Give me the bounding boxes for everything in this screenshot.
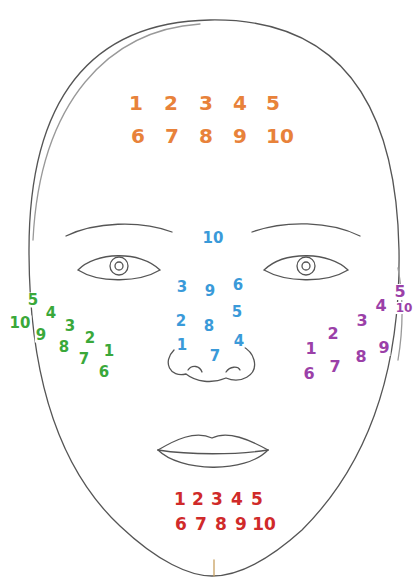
eyebrow — [66, 224, 172, 236]
callout-number: 9 — [35, 328, 47, 343]
callout-number: 10 — [251, 516, 277, 533]
callout-number: 3 — [64, 319, 76, 334]
lower-lip — [158, 450, 268, 467]
callout-number: 8 — [354, 349, 367, 365]
nostril — [188, 366, 240, 372]
callout-number: 4 — [233, 334, 245, 349]
eye — [78, 256, 160, 280]
iris — [297, 257, 315, 275]
callout-number: 9 — [377, 340, 390, 356]
callout-number: 2 — [84, 331, 96, 346]
callout-number: 8 — [203, 319, 215, 334]
callout-number: 2 — [175, 314, 187, 329]
callout-number: 4 — [374, 298, 387, 314]
callout-number: 5 — [250, 491, 264, 508]
callout-number: 4 — [232, 93, 248, 113]
callout-number: 2 — [326, 326, 339, 342]
callout-number: 4 — [45, 306, 57, 321]
callout-number: 6 — [130, 126, 146, 146]
head-outline-sketch — [33, 24, 402, 360]
callout-number: 9 — [204, 284, 216, 299]
iris — [110, 257, 128, 275]
callout-number: 7 — [209, 349, 221, 364]
callout-number: 3 — [176, 280, 188, 295]
callout-number: 3 — [355, 313, 368, 329]
callout-number: 1 — [103, 344, 115, 359]
callout-number: 6 — [174, 516, 188, 533]
callout-number: 4 — [230, 491, 244, 508]
callout-number: 6 — [302, 366, 315, 382]
callout-number: 10 — [265, 126, 295, 146]
pupil — [302, 262, 310, 270]
callout-number: 8 — [58, 340, 70, 355]
head-outline — [29, 20, 399, 576]
callout-number: 10 — [202, 231, 225, 246]
callout-number: 9 — [232, 126, 248, 146]
upper-lip — [158, 435, 268, 450]
callout-number: 9 — [234, 516, 248, 533]
callout-number: 1 — [173, 491, 187, 508]
lip-line — [158, 450, 268, 454]
callout-number: 2 — [163, 93, 179, 113]
callout-number: 7 — [78, 352, 90, 367]
callout-number: 1 — [176, 338, 188, 353]
eyebrow — [252, 224, 360, 236]
callout-number: 7 — [328, 359, 341, 375]
callout-number: 6 — [232, 278, 244, 293]
callout-number: 5 — [27, 293, 39, 308]
callout-number: 2 — [191, 491, 205, 508]
pupil — [115, 262, 123, 270]
callout-number: 1 — [304, 341, 317, 357]
eye — [264, 256, 348, 280]
callout-number: 3 — [210, 491, 224, 508]
callout-number: 1 — [128, 93, 144, 113]
callout-number: 5 — [393, 284, 406, 300]
callout-number: 7 — [164, 126, 180, 146]
callout-number: 6 — [98, 365, 110, 380]
callout-number: 7 — [194, 516, 208, 533]
callout-number: 3 — [198, 93, 214, 113]
callout-number: 8 — [214, 516, 228, 533]
callout-number: 5 — [265, 93, 281, 113]
callout-number: 10 — [395, 302, 414, 314]
chin-line — [213, 560, 214, 576]
callout-number: 10 — [9, 316, 32, 331]
callout-number: 8 — [198, 126, 214, 146]
callout-number: 5 — [231, 305, 243, 320]
